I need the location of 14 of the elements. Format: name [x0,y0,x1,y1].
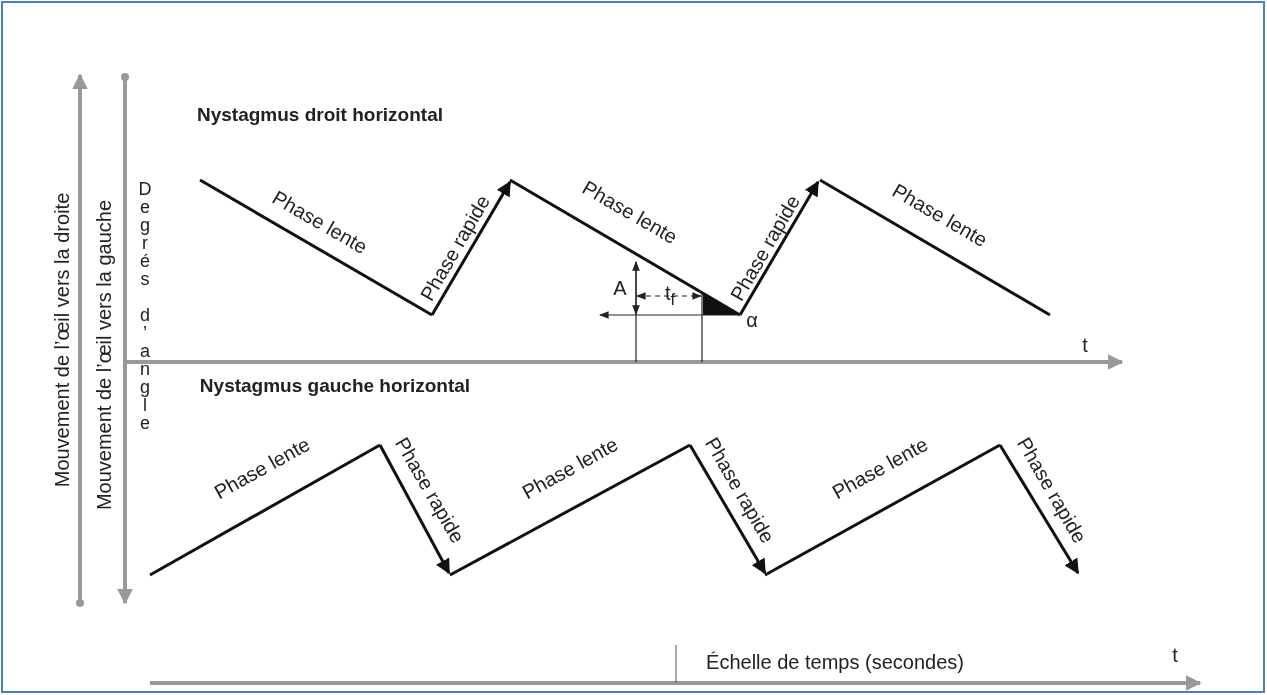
axis-label: t [1082,334,1088,356]
angle-label: α [746,309,758,331]
axis-label: t [1172,644,1178,666]
chart-title: Nystagmus droit horizontal [197,104,443,126]
axis-title: Échelle de temps (secondes) [706,651,964,673]
phase-label: Phase lente [518,432,622,504]
phase-label: Phase lente [210,432,314,504]
dimension-label: A [613,277,627,299]
axis-label: Mouvement de l’œil vers la gauche [93,199,115,511]
axis-label: Mouvement de l’œil vers la droite [51,192,73,488]
axis-label: Degrés d’angle [134,179,154,431]
phase-label: Phase lente [828,432,932,504]
chart-title: Nystagmus gauche horizontal [199,375,471,397]
dimension-label: t$_{f}$ [664,282,676,310]
